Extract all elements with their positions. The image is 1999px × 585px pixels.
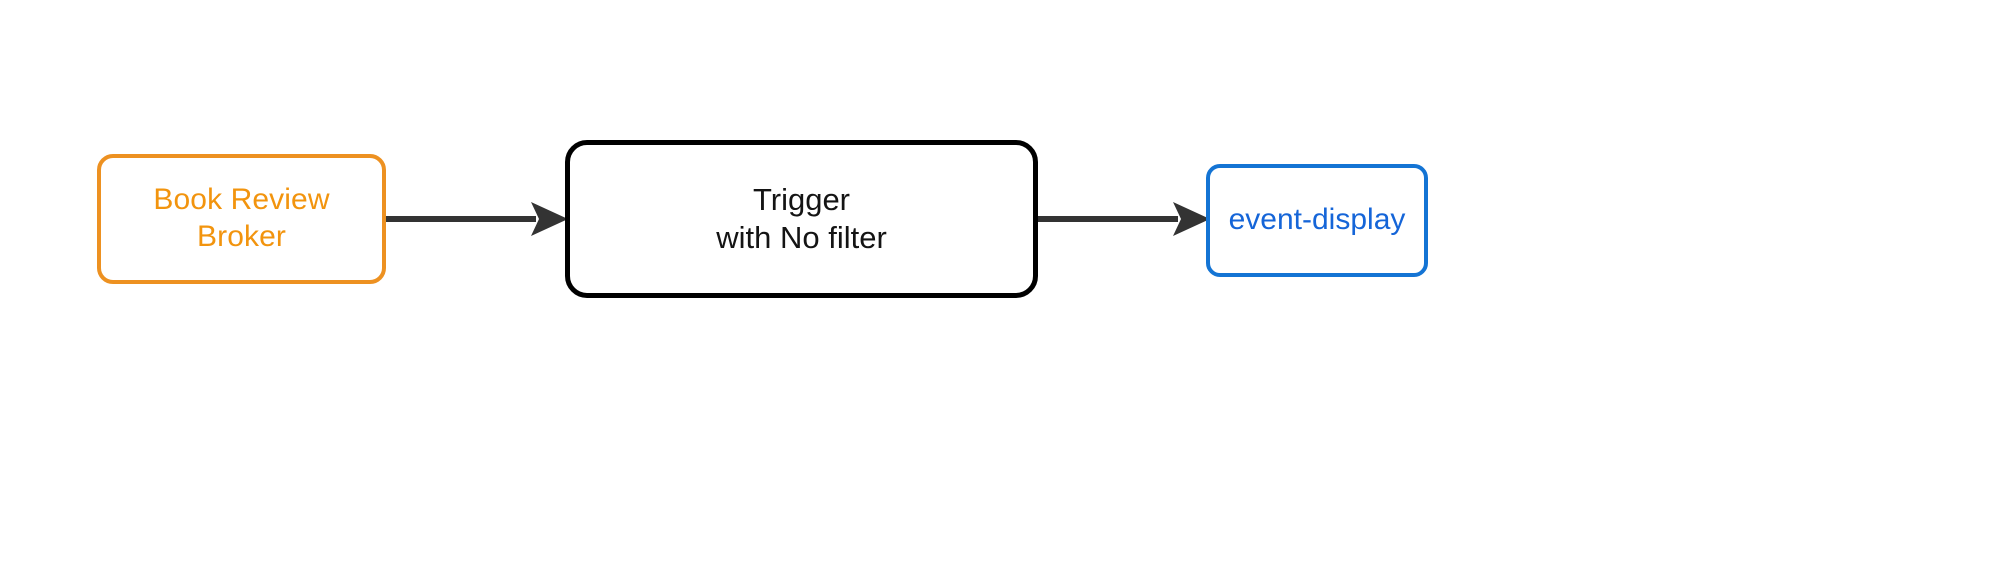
node-trigger-label-line-2: with No filter [716,220,887,255]
node-event-display[interactable]: event-display [1206,164,1428,277]
edge-trigger-to-event-display-arrowhead-icon [1173,202,1210,236]
edge-broker-to-trigger-arrowhead-icon [531,202,568,236]
node-event-display-label: event-display [1229,202,1406,239]
node-event-display-label-line-1: event-display [1228,203,1406,237]
edge-broker-to-trigger [386,199,568,239]
node-book-review-broker[interactable]: Book Review Broker [97,154,386,284]
node-trigger[interactable]: Trigger with No filter [565,140,1038,298]
node-broker-label-line-1: Book Review [153,183,330,217]
edge-trigger-to-event-display [1038,199,1210,239]
node-trigger-label-line-1: Trigger [752,182,851,218]
node-broker-label: Book Review Broker [153,182,329,255]
node-broker-label-line-2: Broker [197,220,286,253]
node-trigger-label: Trigger with No filter [716,181,887,257]
